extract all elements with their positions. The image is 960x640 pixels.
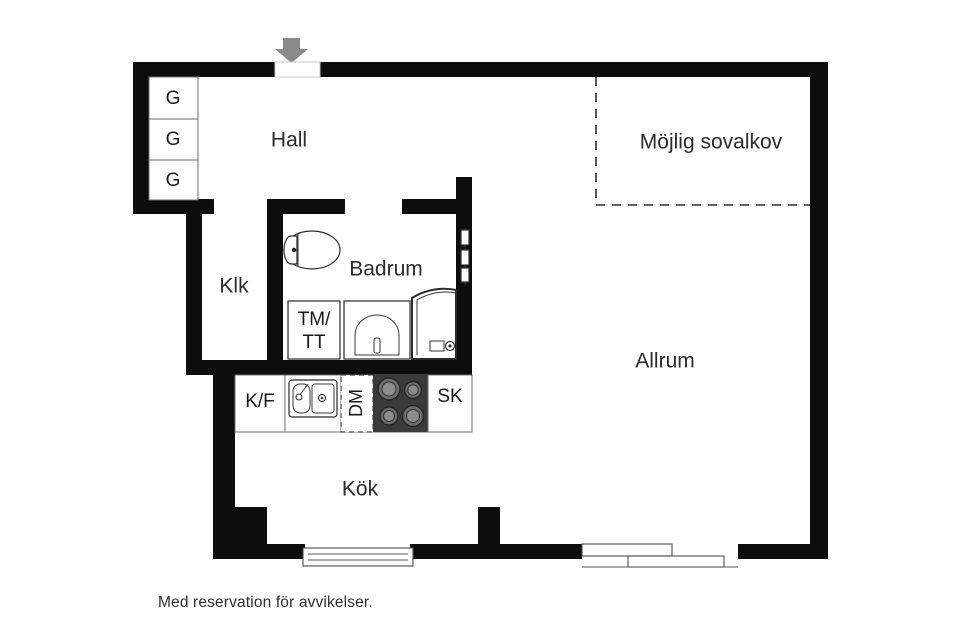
towel-radiator-segment-3 bbox=[460, 267, 470, 283]
kitchen-window bbox=[302, 547, 414, 567]
cabinet-box bbox=[427, 374, 473, 433]
washbasin-tap bbox=[373, 337, 381, 354]
stove-unit bbox=[373, 375, 428, 432]
towel-radiator-segment-2 bbox=[460, 249, 470, 266]
kitchen-sink-outer bbox=[288, 379, 338, 418]
wall-bottom-allrum-left bbox=[478, 544, 582, 559]
entrance-arrow-glyph bbox=[275, 38, 308, 63]
fridge-freezer-unit: K/F bbox=[234, 374, 286, 433]
washer-dryer-box bbox=[287, 300, 341, 360]
cabinet-label: SK bbox=[437, 386, 463, 407]
washer-dryer-label-line-1: TM/ bbox=[298, 309, 331, 330]
wall-top-right bbox=[320, 62, 828, 77]
balcony-door-leaf-outer bbox=[581, 543, 673, 557]
stove-burner-small-2-inner bbox=[383, 410, 395, 422]
room-label-sovalkov: Möjlig sovalkov bbox=[640, 131, 783, 154]
balcony-door bbox=[581, 543, 738, 568]
dishwasher-box bbox=[340, 374, 374, 433]
wardrobe-label-2: G bbox=[166, 129, 181, 150]
stove-burner-large-1-inner bbox=[381, 381, 397, 397]
room-label-kok: Kök bbox=[342, 478, 379, 501]
room-labels: Hall Möjlig sovalkov Klk Badrum Allrum K… bbox=[219, 129, 782, 501]
dishwasher-unit: DM bbox=[340, 374, 374, 433]
shower-curve bbox=[411, 287, 457, 360]
wall-kitchen-top bbox=[186, 360, 472, 375]
hall-wardrobes: G G G bbox=[148, 76, 199, 201]
room-label-allrum: Allrum bbox=[635, 350, 695, 373]
wall-bottom-kitchen-left bbox=[255, 544, 305, 559]
kitchen-sink-unit bbox=[284, 374, 342, 433]
wall-left-exterior-upper bbox=[133, 62, 149, 214]
wall-klk-left bbox=[186, 199, 202, 375]
shower-drain-fitting bbox=[429, 340, 445, 352]
wardrobe-label-1: G bbox=[166, 88, 181, 109]
wardrobe-box-2 bbox=[148, 118, 199, 161]
dishwasher-label: DM bbox=[346, 389, 366, 417]
wall-top-left bbox=[133, 62, 275, 77]
entrance-arrow-down bbox=[275, 38, 308, 63]
kitchen-sink-basin-small bbox=[292, 383, 311, 414]
washer-dryer-unit: TM/ TT bbox=[287, 300, 341, 360]
toilet-fixture bbox=[283, 230, 341, 270]
bathroom-washbasin bbox=[343, 300, 411, 360]
shower-drain-center bbox=[448, 344, 452, 348]
fridge-freezer-box bbox=[234, 374, 286, 433]
toilet-cistern bbox=[283, 235, 298, 265]
room-label-badrum: Badrum bbox=[349, 258, 423, 281]
wall-badrum-top-right bbox=[402, 199, 472, 214]
wall-klk-badrum-divider bbox=[267, 199, 283, 375]
plan-caption: Med reservation för avvikelser. bbox=[158, 594, 373, 611]
toilet-flush-button bbox=[291, 247, 297, 253]
kitchen-sink-drain-center bbox=[320, 396, 324, 400]
shower-enclosure bbox=[411, 287, 457, 360]
balcony-door-leaf-inner bbox=[627, 555, 725, 568]
washbasin-bowl bbox=[354, 314, 400, 356]
entrance-door-threshold bbox=[274, 61, 321, 78]
room-label-klk: Klk bbox=[219, 275, 249, 298]
shower-inner-curve bbox=[416, 291, 457, 355]
wardrobe-label-3: G bbox=[166, 170, 181, 191]
sleeping-alcove-outline bbox=[595, 77, 810, 206]
kitchen-faucet-base bbox=[295, 393, 303, 401]
wall-group bbox=[133, 62, 828, 559]
wall-klk-top-left-stub bbox=[186, 199, 214, 214]
wall-badrum-top-left bbox=[267, 199, 345, 214]
stove-burner-small-1-inner bbox=[407, 384, 419, 396]
kitchen-window-frame bbox=[302, 547, 414, 567]
wall-kitchen-left-upper bbox=[213, 375, 235, 507]
washer-dryer-label-line-2: TT bbox=[302, 332, 326, 353]
wardrobe-box-3 bbox=[148, 159, 199, 201]
wardrobe-box-1 bbox=[148, 76, 199, 120]
kitchen-sink-basin-large bbox=[311, 383, 335, 414]
openings-group bbox=[302, 543, 738, 568]
bathroom-fixtures: TM/ TT bbox=[283, 228, 470, 360]
washbasin-counter bbox=[343, 300, 411, 360]
wall-bottom-kitchen-right bbox=[410, 544, 478, 559]
kitchen-counter-run: K/F DM bbox=[234, 374, 473, 433]
fridge-freezer-label: K/F bbox=[245, 391, 275, 412]
stove-burner-large-2-inner bbox=[406, 409, 420, 423]
wall-bottom-allrum-right bbox=[738, 544, 828, 559]
towel-radiator bbox=[460, 228, 470, 285]
room-label-hall: Hall bbox=[271, 129, 307, 152]
towel-radiator-segment-1 bbox=[460, 229, 470, 246]
alcove-dashed-path bbox=[595, 77, 810, 206]
cabinet-unit: SK bbox=[427, 374, 473, 433]
wall-right-exterior bbox=[810, 62, 828, 559]
